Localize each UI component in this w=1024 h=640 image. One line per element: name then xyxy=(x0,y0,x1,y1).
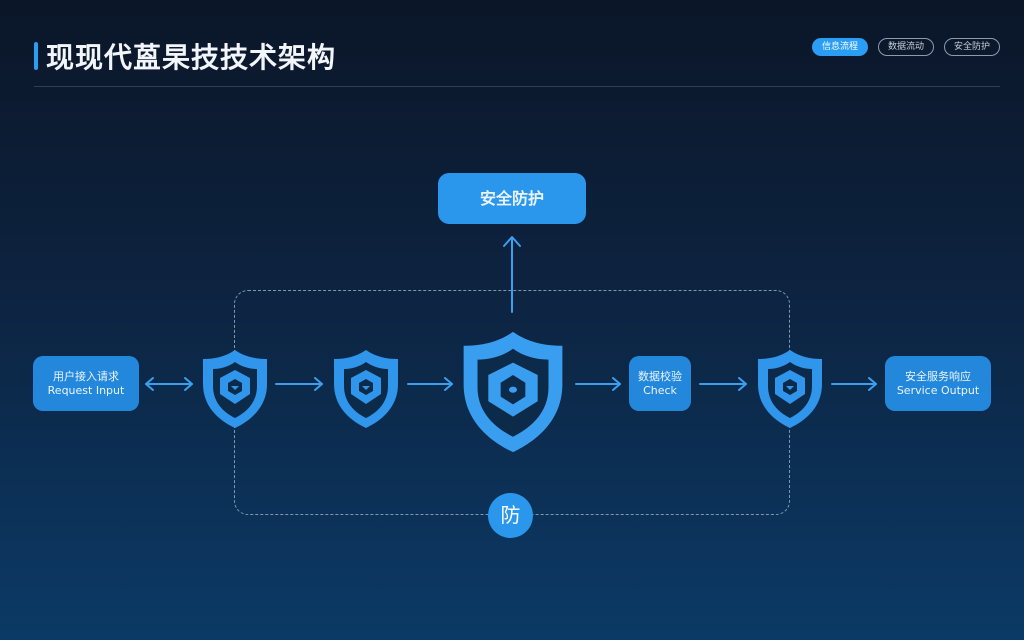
pill-info-flow[interactable]: 信息流程 xyxy=(811,38,868,56)
top-node-label: 安全防护 xyxy=(479,188,544,208)
node-request-input[interactable]: 用户接入请求 Request Input xyxy=(33,356,139,411)
top-node-security[interactable]: 安全防护 xyxy=(438,173,586,224)
node-label-secondary: Service Output xyxy=(896,383,980,397)
shield-icon[interactable] xyxy=(331,348,401,430)
node-label-secondary: Request Input xyxy=(47,383,125,397)
node-check[interactable]: 数据校验 Check xyxy=(629,356,691,411)
shield-icon[interactable] xyxy=(200,348,270,430)
node-label-primary: 数据校验 xyxy=(638,369,682,383)
pill-data-flow[interactable]: 数据流动 xyxy=(877,38,934,56)
node-label-primary: 用户接入请求 xyxy=(53,369,119,383)
defense-badge-label: 防 xyxy=(500,503,521,527)
view-toggle-group: 信息流程 数据流动 安全防护 xyxy=(811,38,1000,56)
page-title: 现现代蒕杲技技术架构 xyxy=(46,41,337,74)
shield-icon[interactable] xyxy=(755,348,825,430)
header-divider xyxy=(34,86,1000,87)
title-accent-bar xyxy=(34,42,38,70)
page-header: 现现代蒕杲技技术架构 xyxy=(34,36,336,76)
defense-badge[interactable]: 防 xyxy=(488,493,533,538)
core-shield-icon[interactable] xyxy=(459,326,567,458)
node-service-output[interactable]: 安全服务响应 Service Output xyxy=(885,356,991,411)
node-label-primary: 安全服务响应 xyxy=(905,369,971,383)
node-label-secondary: Check xyxy=(643,383,677,397)
pill-security[interactable]: 安全防护 xyxy=(943,38,1000,56)
